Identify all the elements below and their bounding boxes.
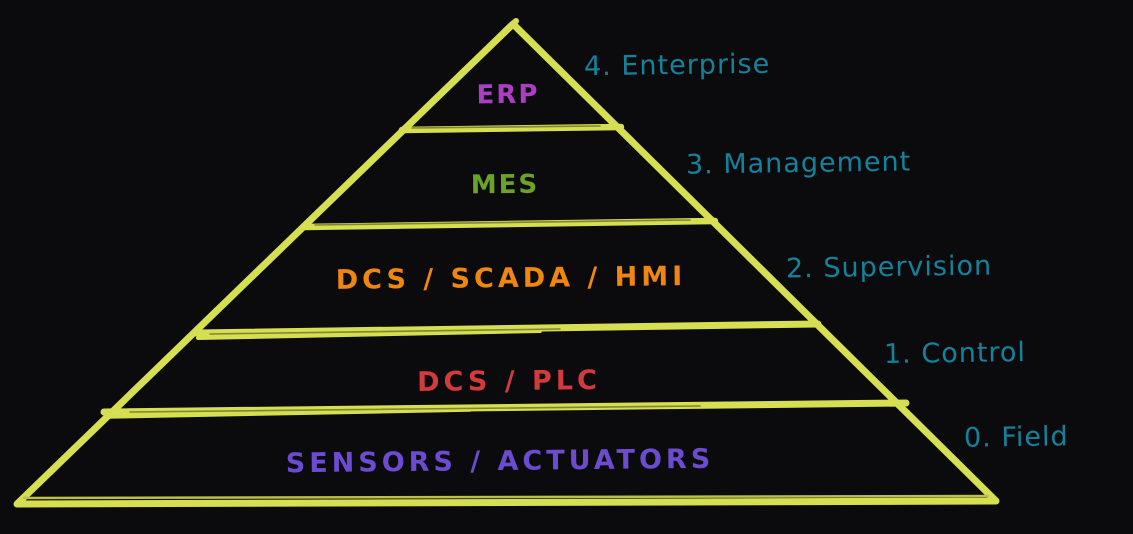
level-3-systems-label: MES	[470, 169, 540, 201]
level-2-name-label: 2. Supervision	[785, 250, 993, 285]
level-4-name-label: 4. Enterprise	[583, 48, 771, 83]
divider-control-field-sketch2	[104, 408, 472, 419]
divider-enterprise-management	[398, 123, 625, 134]
divider-management-supervision-sketch	[314, 219, 691, 226]
level-0-name-label: 0. Field	[963, 421, 1069, 454]
pyramid-apex-stroke	[502, 18, 519, 34]
level-2-systems-label: DCS / SCADA / HMI	[335, 261, 687, 296]
pyramid-base-sketch-line	[22, 494, 990, 500]
level-1-systems-label: DCS / PLC	[417, 365, 601, 398]
level-4-systems-label: ERP	[476, 79, 540, 111]
divider-enterprise-management-sketch	[411, 125, 601, 129]
pyramid-outline	[13, 20, 1000, 508]
divider-supervision-control	[192, 320, 822, 337]
level-0-systems-label: SENSORS / ACTUATORS	[285, 443, 715, 480]
level-1-name-label: 1. Control	[883, 337, 1027, 370]
divider-supervision-control-sketch	[209, 328, 561, 335]
divider-management-supervision	[299, 217, 719, 231]
divider-control-field-sketch	[129, 405, 701, 413]
level-3-name-label: 3. Management	[685, 146, 912, 181]
divider-supervision-control-sketch2	[196, 329, 542, 340]
